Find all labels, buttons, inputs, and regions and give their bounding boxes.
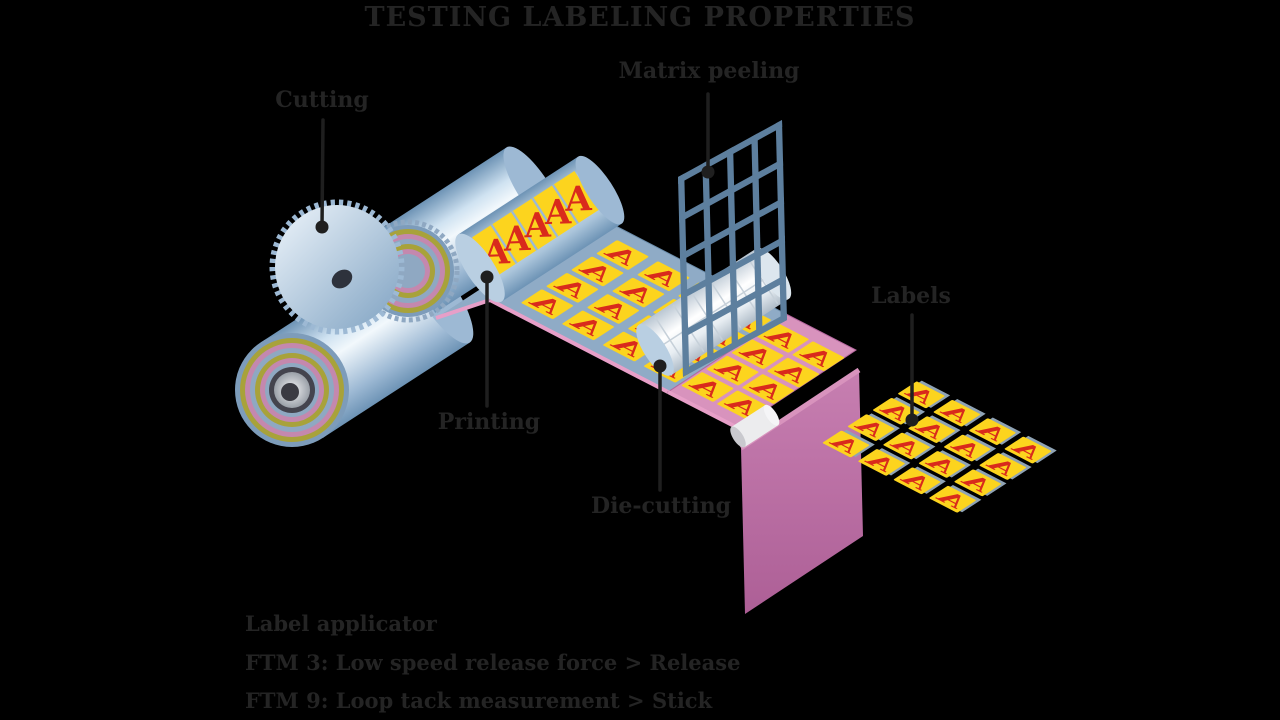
- cutting-wheel: [269, 199, 405, 335]
- matrix-bar: [681, 274, 787, 339]
- roller-letter: A: [502, 219, 531, 260]
- printing-dot: [480, 270, 494, 284]
- matrix-bar: [678, 173, 690, 377]
- label-tile: A: [954, 468, 1007, 496]
- matrix-bar: [682, 312, 787, 377]
- callout-die-cutting: Die-cutting: [590, 493, 732, 519]
- roller-letter: A: [522, 206, 551, 247]
- page-title: TESTING LABELING PROPERTIES: [364, 2, 916, 33]
- label-tile: A: [1004, 435, 1057, 464]
- footer-applicator: Label applicator: [245, 611, 437, 636]
- matrix-grid: [678, 120, 787, 377]
- die-cutting-dot: [653, 359, 667, 373]
- unwind-roll-face: [235, 333, 349, 447]
- matrix-bar: [775, 120, 787, 324]
- matrix-bar: [678, 158, 784, 223]
- matrix-bar: [726, 146, 739, 351]
- leader-dots: [315, 165, 919, 427]
- matrix-bar: [702, 160, 714, 364]
- leader-lines: [320, 92, 914, 492]
- footer-ftm9: FTM 9: Loop tack measurement > Stick: [245, 688, 713, 713]
- callout-cutting: Cutting: [275, 87, 369, 113]
- labels-dot: [905, 413, 919, 427]
- roller-letter: A: [543, 192, 572, 233]
- peel-roller: [730, 404, 780, 448]
- cutting-dot: [315, 220, 329, 234]
- callout-matrix-peeling: Matrix peeling: [618, 58, 800, 84]
- callout-printing: Printing: [437, 409, 541, 435]
- matrix-bar: [751, 133, 763, 337]
- footer-ftm3: FTM 3: Low speed release force > Release: [245, 650, 741, 675]
- matrix-bar: [680, 235, 786, 300]
- wheel-hole: [331, 269, 353, 289]
- callout-labels: Labels: [871, 283, 951, 309]
- svg-text:A: A: [522, 206, 551, 247]
- svg-text:A: A: [502, 219, 531, 260]
- cutting-leader: [320, 118, 325, 229]
- svg-text:A: A: [543, 192, 572, 233]
- matrix-peeling-dot: [701, 165, 715, 179]
- matrix-bar: [679, 197, 785, 262]
